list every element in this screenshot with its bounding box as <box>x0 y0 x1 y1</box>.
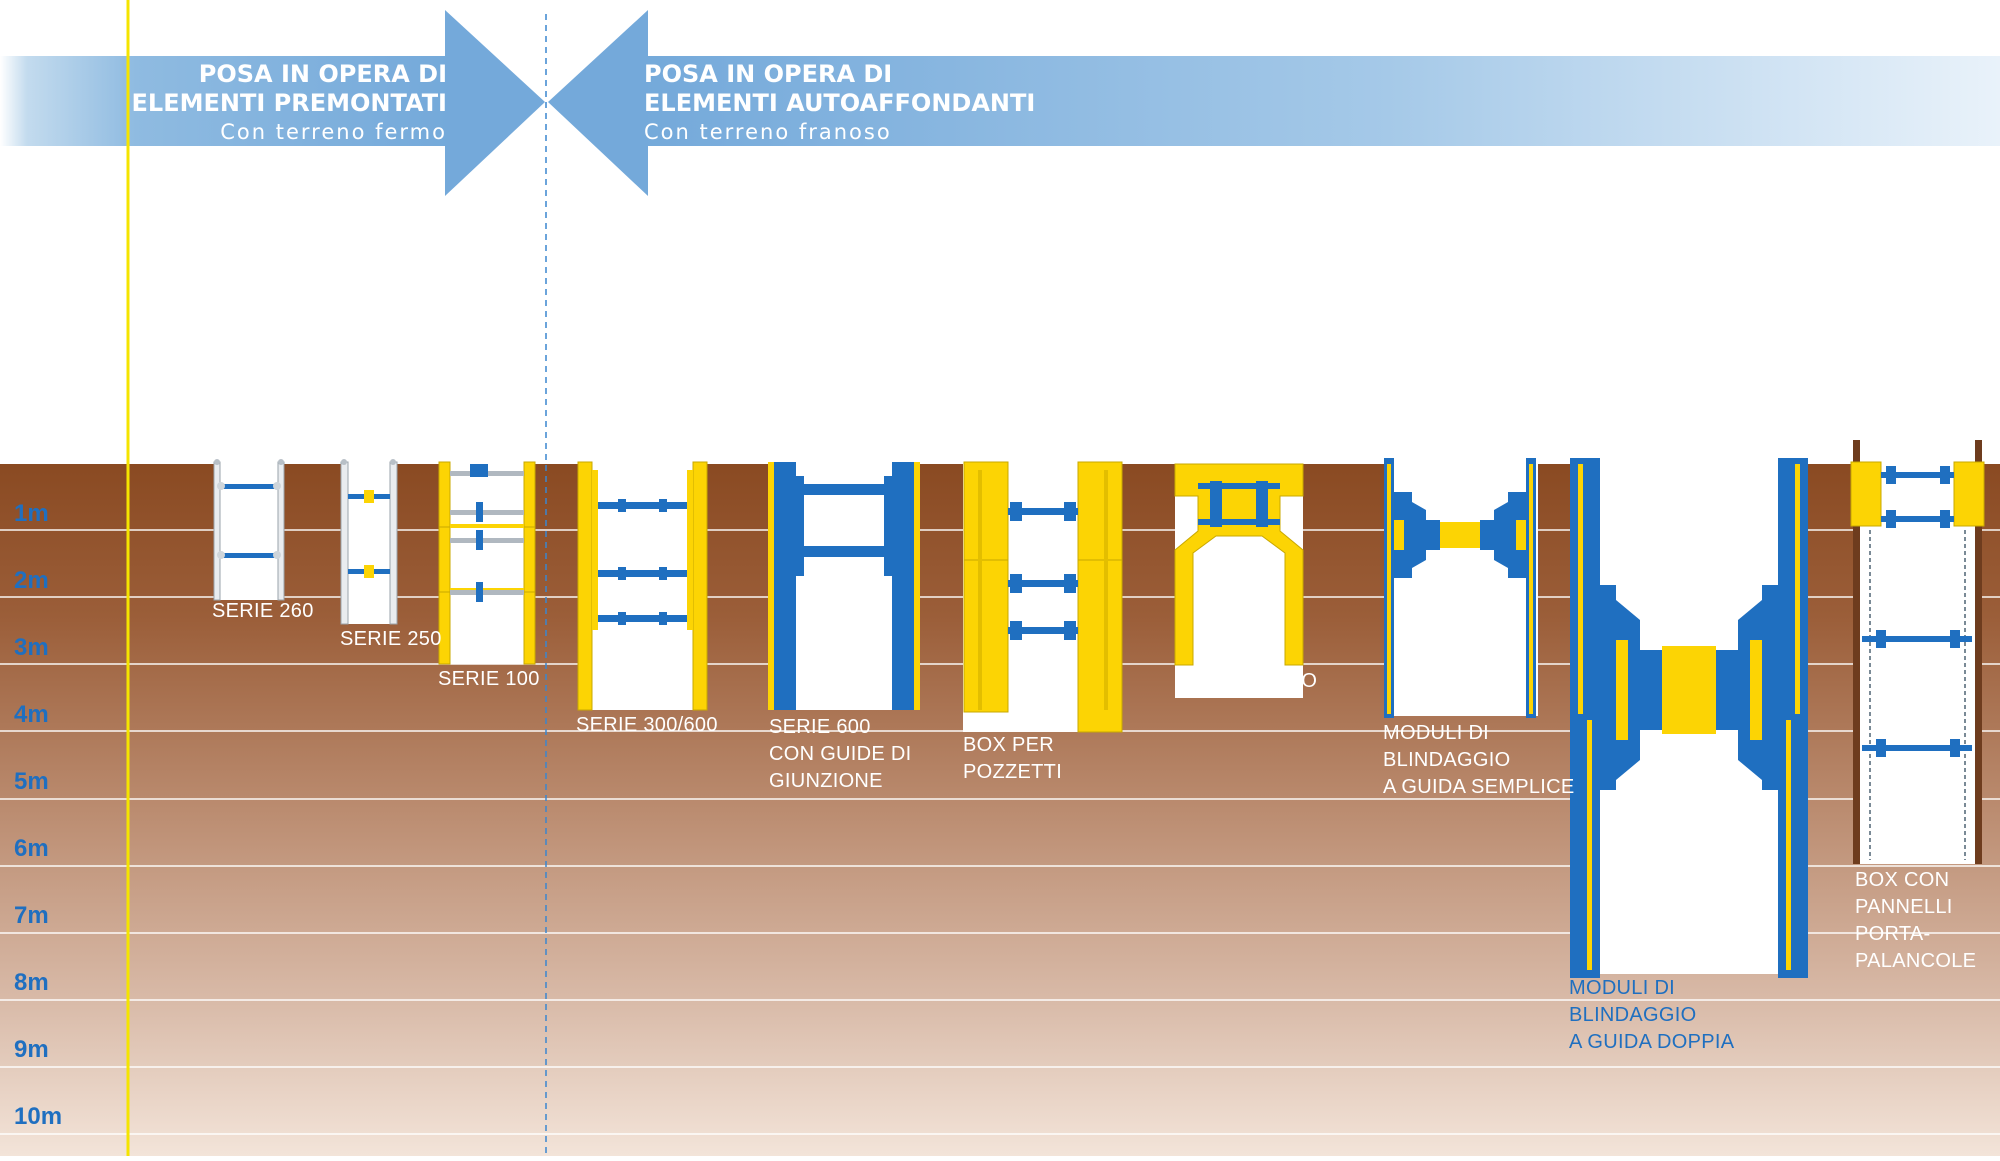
caption-guida-semplice: MODULI DI BLINDAGGIO A GUIDA SEMPLICE <box>1383 720 1575 801</box>
caption-guida-semplice-line2: BLINDAGGIO <box>1383 749 1511 771</box>
system-guida-semplice <box>1384 458 1536 718</box>
depth-label-8m: 8m <box>14 969 49 996</box>
caption-box-pozzetti-line1: BOX PER <box>963 734 1055 756</box>
caption-serie-600: SERIE 600 CON GUIDE DI GIUNZIONE <box>769 714 912 795</box>
banner-left-line2: ELEMENTI PREMONTATI <box>131 89 447 117</box>
caption-guida-semplice-line3: A GUIDA SEMPLICE <box>1383 776 1575 798</box>
depth-label-6m: 6m <box>14 835 49 862</box>
system-serie-250 <box>340 459 398 625</box>
banner-right-subtitle: Con terreno franoso <box>644 120 892 144</box>
system-porta-palancole <box>1850 440 1985 864</box>
banner-right-line1: POSA IN OPERA DI <box>644 60 893 88</box>
banner-left <box>0 10 545 196</box>
system-box-pozzetti <box>963 461 1123 733</box>
caption-guida-semplice-line1: MODULI DI <box>1383 722 1490 744</box>
depth-label-2m: 2m <box>14 567 49 594</box>
caption-serie-600-line1: SERIE 600 <box>769 716 871 738</box>
caption-porta-palancole-line3: PORTA- <box>1855 923 1931 945</box>
caption-porta-palancole: BOX CON PANNELLI PORTA- PALANCOLE <box>1855 867 1976 975</box>
caption-serie-250: SERIE 250 <box>340 628 442 650</box>
depth-label-10m: 10m <box>14 1103 63 1130</box>
caption-serie-300-600: SERIE 300/600 <box>576 714 718 736</box>
caption-guida-doppia-line1: MODULI DI <box>1569 977 1676 999</box>
system-guida-doppia <box>1570 458 1808 978</box>
system-serie-300-600 <box>577 461 708 711</box>
depth-label-4m: 4m <box>14 701 49 728</box>
depth-label-3m: 3m <box>14 634 49 661</box>
banner-left-subtitle: Con terreno fermo <box>220 120 447 144</box>
banner-right-text: POSA IN OPERA DI ELEMENTI AUTOAFFONDANTI… <box>644 60 1035 147</box>
banner-right-line2: ELEMENTI AUTOAFFONDANTI <box>644 89 1036 117</box>
caption-guida-doppia: MODULI DI BLINDAGGIO A GUIDA DOPPIA <box>1569 975 1734 1056</box>
caption-box-pozzetti-line2: POZZETTI <box>963 761 1063 783</box>
system-box-traino <box>1174 463 1304 666</box>
caption-serie-260: SERIE 260 <box>212 600 314 622</box>
banner-left-text: POSA IN OPERA DI ELEMENTI PREMONTATI Con… <box>132 60 447 147</box>
depth-label-5m: 5m <box>14 768 49 795</box>
depth-label-7m: 7m <box>14 902 49 929</box>
caption-serie-600-line2: CON GUIDE DI <box>769 743 912 765</box>
caption-box-pozzetti: BOX PER POZZETTI <box>963 732 1062 786</box>
caption-guida-doppia-line3: A GUIDA DOPPIA <box>1569 1031 1735 1053</box>
banner-right <box>548 10 2000 196</box>
caption-porta-palancole-line4: PALANCOLE <box>1855 950 1977 972</box>
caption-porta-palancole-line2: PANNELLI <box>1855 896 1953 918</box>
caption-serie-100: SERIE 100 <box>438 668 540 690</box>
caption-box-traino: BOX A TRAINO <box>1174 670 1318 692</box>
depth-label-1m: 1m <box>14 500 49 527</box>
system-serie-100 <box>438 461 536 665</box>
caption-porta-palancole-line1: BOX CON <box>1855 869 1950 891</box>
depth-label-9m: 9m <box>14 1036 49 1063</box>
system-serie-260 <box>213 459 285 601</box>
caption-guida-doppia-line2: BLINDAGGIO <box>1569 1004 1697 1026</box>
caption-serie-600-line3: GIUNZIONE <box>769 770 883 792</box>
banner-left-line1: POSA IN OPERA DI <box>198 60 447 88</box>
system-serie-600 <box>768 462 920 710</box>
